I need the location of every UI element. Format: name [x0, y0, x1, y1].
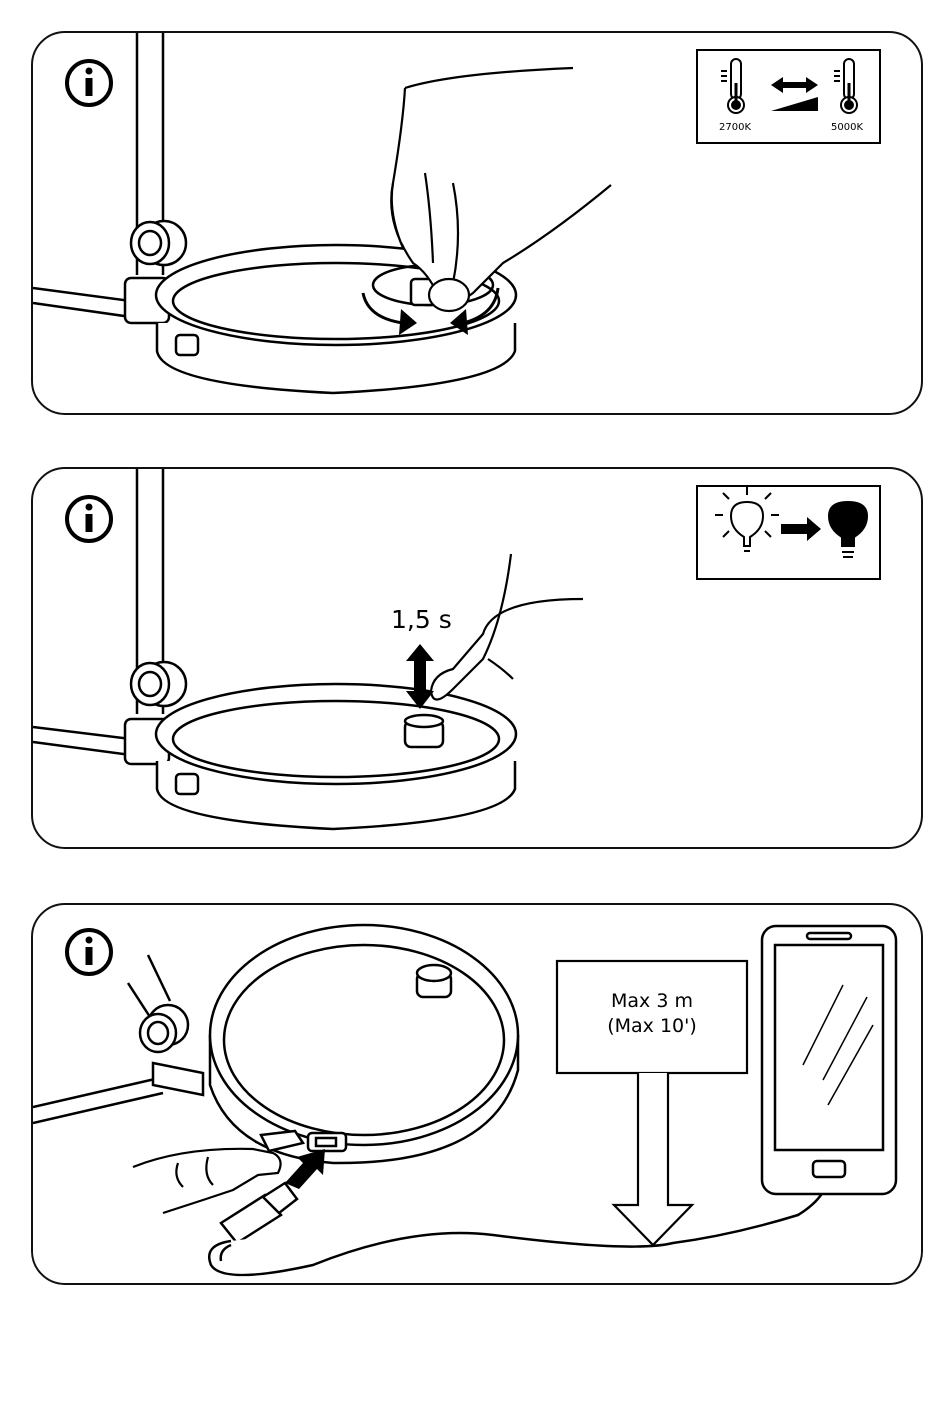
- step-panel-turn-off: 1,5 s: [31, 467, 923, 849]
- panel-illustration: [33, 33, 921, 413]
- step-panel-color-temperature: 2700K 5000K: [31, 31, 923, 415]
- cool-temperature-label: 5000K: [831, 122, 863, 133]
- lamp-arm: [33, 469, 163, 755]
- hand: [431, 554, 583, 700]
- lamp-base: [210, 925, 518, 1163]
- info-icon: [67, 930, 111, 974]
- distance-label: Max 3 m (Max 10'): [557, 989, 747, 1039]
- distance-metric-label: Max 3 m: [557, 989, 747, 1014]
- press-duration-label: 1,5 s: [391, 605, 452, 634]
- panel-illustration: [33, 469, 921, 847]
- warm-temperature-label: 2700K: [719, 122, 751, 133]
- panel-illustration: [33, 905, 921, 1283]
- smartphone-icon: [762, 926, 896, 1194]
- dimmer-knob: [405, 715, 443, 747]
- lamp-base: [156, 684, 516, 829]
- distance-imperial-label: (Max 10'): [557, 1014, 747, 1039]
- info-icon: [67, 61, 111, 105]
- info-icon: [67, 497, 111, 541]
- lamp-arm: [33, 33, 163, 317]
- turn-off-inset: [697, 486, 880, 579]
- step-panel-usb-charging: Max 3 m (Max 10'): [31, 903, 923, 1285]
- dimmer-knob: [417, 965, 451, 997]
